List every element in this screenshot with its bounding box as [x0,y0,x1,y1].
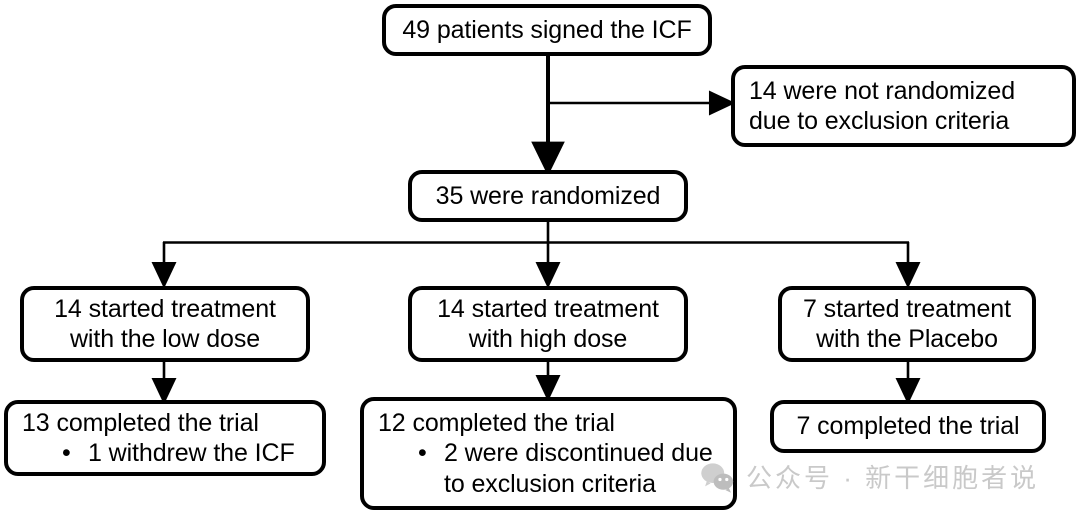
node-placebo-line-2: with the Placebo [816,325,998,353]
node-high-dose: 14 started treatment with high dose [408,286,688,362]
bullet-glyph-icon: • [418,439,427,468]
edge-randomized-split [151,222,921,289]
node-signed-icf-line-1: 49 patients signed the ICF [402,15,692,44]
node-randomized-line-1: 35 were randomized [435,181,661,210]
node-not-randomized-line-1: 14 were not randomized [749,76,1016,105]
node-low-dose-line-2: with the low dose [69,325,261,353]
node-not-randomized-line-2: due to exclusion criteria [749,107,1010,135]
bullet-glyph-icon: • [62,439,71,467]
node-completed-low-dose-headline: 13 completed the trial [22,408,259,437]
node-high-dose-line-2: with high dose [468,325,628,353]
node-completed-placebo-headline: 7 completed the trial [796,412,1020,441]
node-randomized: 35 were randomized [408,170,688,222]
node-completed-high-dose-bullet-continuation: to exclusion criteria [444,469,656,498]
node-completed-high-dose: 12 completed the trial • 2 were discontin… [360,397,737,510]
node-placebo: 7 started treatment with the Placebo [778,286,1036,362]
node-completed-low-dose-bullet: • 1 withdrew the ICF [22,438,295,469]
node-high-dose-line-1: 14 started treatment [437,294,659,323]
node-completed-high-dose-headline: 12 completed the trial [378,408,615,437]
node-signed-icf: 49 patients signed the ICF [382,4,712,56]
node-not-randomized: 14 were not randomized due to exclusion … [731,65,1076,147]
node-completed-high-dose-bullet: • 2 were discontinued due to exclusion cr… [378,438,713,499]
node-completed-placebo: 7 completed the trial [770,400,1046,453]
node-low-dose-line-1: 14 started treatment [54,294,276,323]
node-placebo-line-1: 7 started treatment [803,294,1011,323]
node-completed-low-dose: 13 completed the trial • 1 withdrew the I… [4,400,326,476]
node-completed-low-dose-bullet-text: 1 withdrew the ICF [88,439,295,467]
node-low-dose: 14 started treatment with the low dose [20,286,310,362]
node-completed-high-dose-bullet-text: 2 were discontinued due [444,439,713,468]
